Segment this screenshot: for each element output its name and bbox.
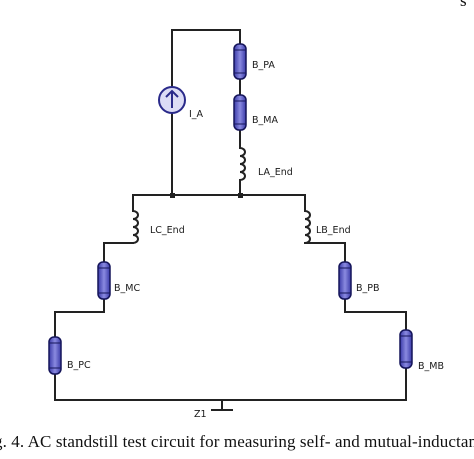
resistor-b-pb xyxy=(338,261,352,300)
resistor-b-ma xyxy=(233,94,247,131)
component-labels: I_A B_PA B_MA LA_End LC_End LB_End B_MC … xyxy=(67,60,444,420)
label-z1: Z1 xyxy=(194,409,207,420)
figure-caption: g. 4. AC standstill test circuit for mea… xyxy=(0,432,474,451)
label-lc-end: LC_End xyxy=(150,225,185,236)
label-b-pc: B_PC xyxy=(67,360,91,371)
label-la-end: LA_End xyxy=(258,167,293,178)
inductor-lb-end xyxy=(304,210,311,244)
circuit-wires xyxy=(54,29,407,411)
inductor-la-end xyxy=(239,147,246,181)
top-text-fragment: s xyxy=(460,0,467,10)
label-lb-end: LB_End xyxy=(316,225,351,236)
current-source-i-a xyxy=(158,86,186,114)
inductor-lc-end xyxy=(132,210,139,244)
label-b-mc: B_MC xyxy=(114,283,140,294)
label-b-ma: B_MA xyxy=(252,115,278,126)
label-i-a: I_A xyxy=(189,109,204,120)
resistor-b-mb xyxy=(399,329,413,369)
resistor-b-mc xyxy=(97,261,111,300)
resistor-b-pa xyxy=(233,43,247,80)
label-b-pa: B_PA xyxy=(252,60,275,71)
label-b-mb: B_MB xyxy=(418,361,444,372)
label-b-pb: B_PB xyxy=(356,283,380,294)
node-dots xyxy=(170,193,243,198)
resistor-b-pc xyxy=(48,336,62,375)
